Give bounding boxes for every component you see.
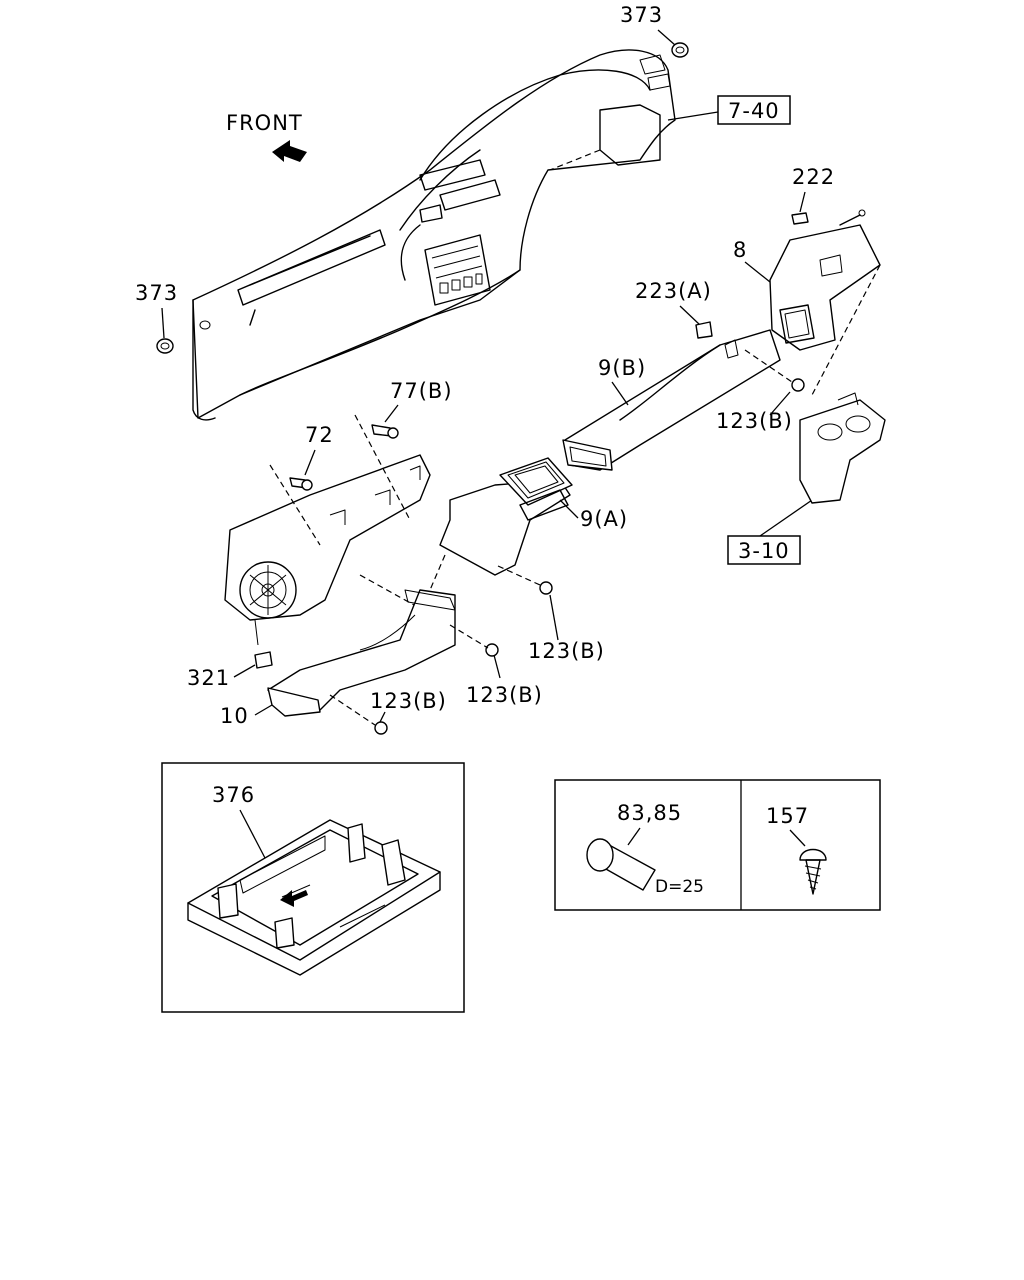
screw-icon [791, 378, 805, 392]
callout-72: 72 [289, 423, 334, 491]
svg-text:223(A): 223(A) [635, 279, 712, 303]
svg-text:72: 72 [305, 423, 334, 447]
tapping-screw-icon [799, 848, 827, 895]
foot-duct-10: 321 10 [187, 589, 456, 728]
svg-text:8: 8 [733, 238, 747, 262]
inset-frame-376: 376 [161, 762, 465, 1013]
front-direction: FRONT [226, 111, 307, 162]
clip-321-icon [254, 651, 273, 669]
support-bracket [799, 392, 886, 504]
svg-text:9(B): 9(B) [598, 356, 646, 380]
callout-123b-mid: 123(B) [497, 565, 605, 663]
screw-icon [374, 721, 388, 735]
front-label: FRONT [226, 111, 303, 135]
svg-text:83,85: 83,85 [617, 801, 682, 825]
svg-text:7-40: 7-40 [728, 99, 780, 123]
duct-bracket-8: 222 8 [733, 165, 881, 396]
svg-text:157: 157 [766, 804, 809, 828]
callout-123b-low: 123(B) [449, 624, 543, 707]
ref-7-40: 7-40 [667, 95, 791, 125]
svg-text:373: 373 [135, 281, 178, 305]
svg-text:10: 10 [220, 704, 249, 728]
callout-373-top: 373 [620, 3, 689, 58]
front-arrow-icon [272, 140, 307, 162]
svg-text:376: 376 [212, 783, 255, 807]
clip-icon [695, 321, 713, 339]
nut-icon [156, 338, 174, 354]
screw-icon [539, 581, 553, 595]
svg-text:9(A): 9(A) [580, 507, 628, 531]
screw-icon [485, 643, 499, 657]
duct-9a: 9(A) [439, 457, 628, 576]
svg-text:123(B): 123(B) [466, 683, 543, 707]
callout-77b: 77(B) [371, 379, 453, 439]
callout-223a: 223(A) [635, 279, 713, 339]
svg-text:123(B): 123(B) [370, 689, 447, 713]
callout-373-left: 373 [135, 281, 178, 354]
clip-icon [791, 212, 809, 225]
svg-text:321: 321 [187, 666, 230, 690]
duct-9b: 9(B) [562, 329, 781, 471]
ref-3-10: 3-10 [727, 497, 816, 565]
inset-spec: 83,85 D=25 157 [554, 779, 881, 911]
svg-text:123(B): 123(B) [528, 639, 605, 663]
nut-icon [671, 42, 689, 58]
svg-text:77(B): 77(B) [390, 379, 453, 403]
arrow-left-icon [280, 890, 308, 907]
heater-unit [224, 414, 451, 646]
svg-text:222: 222 [792, 165, 835, 189]
svg-text:3-10: 3-10 [738, 539, 790, 563]
instrument-panel [192, 49, 676, 421]
callout-123b-right: 123(B) [716, 349, 805, 433]
svg-text:123(B): 123(B) [716, 409, 793, 433]
callout-123b-bottom: 123(B) [329, 689, 447, 735]
svg-text:D=25: D=25 [655, 877, 704, 897]
svg-text:373: 373 [620, 3, 663, 27]
